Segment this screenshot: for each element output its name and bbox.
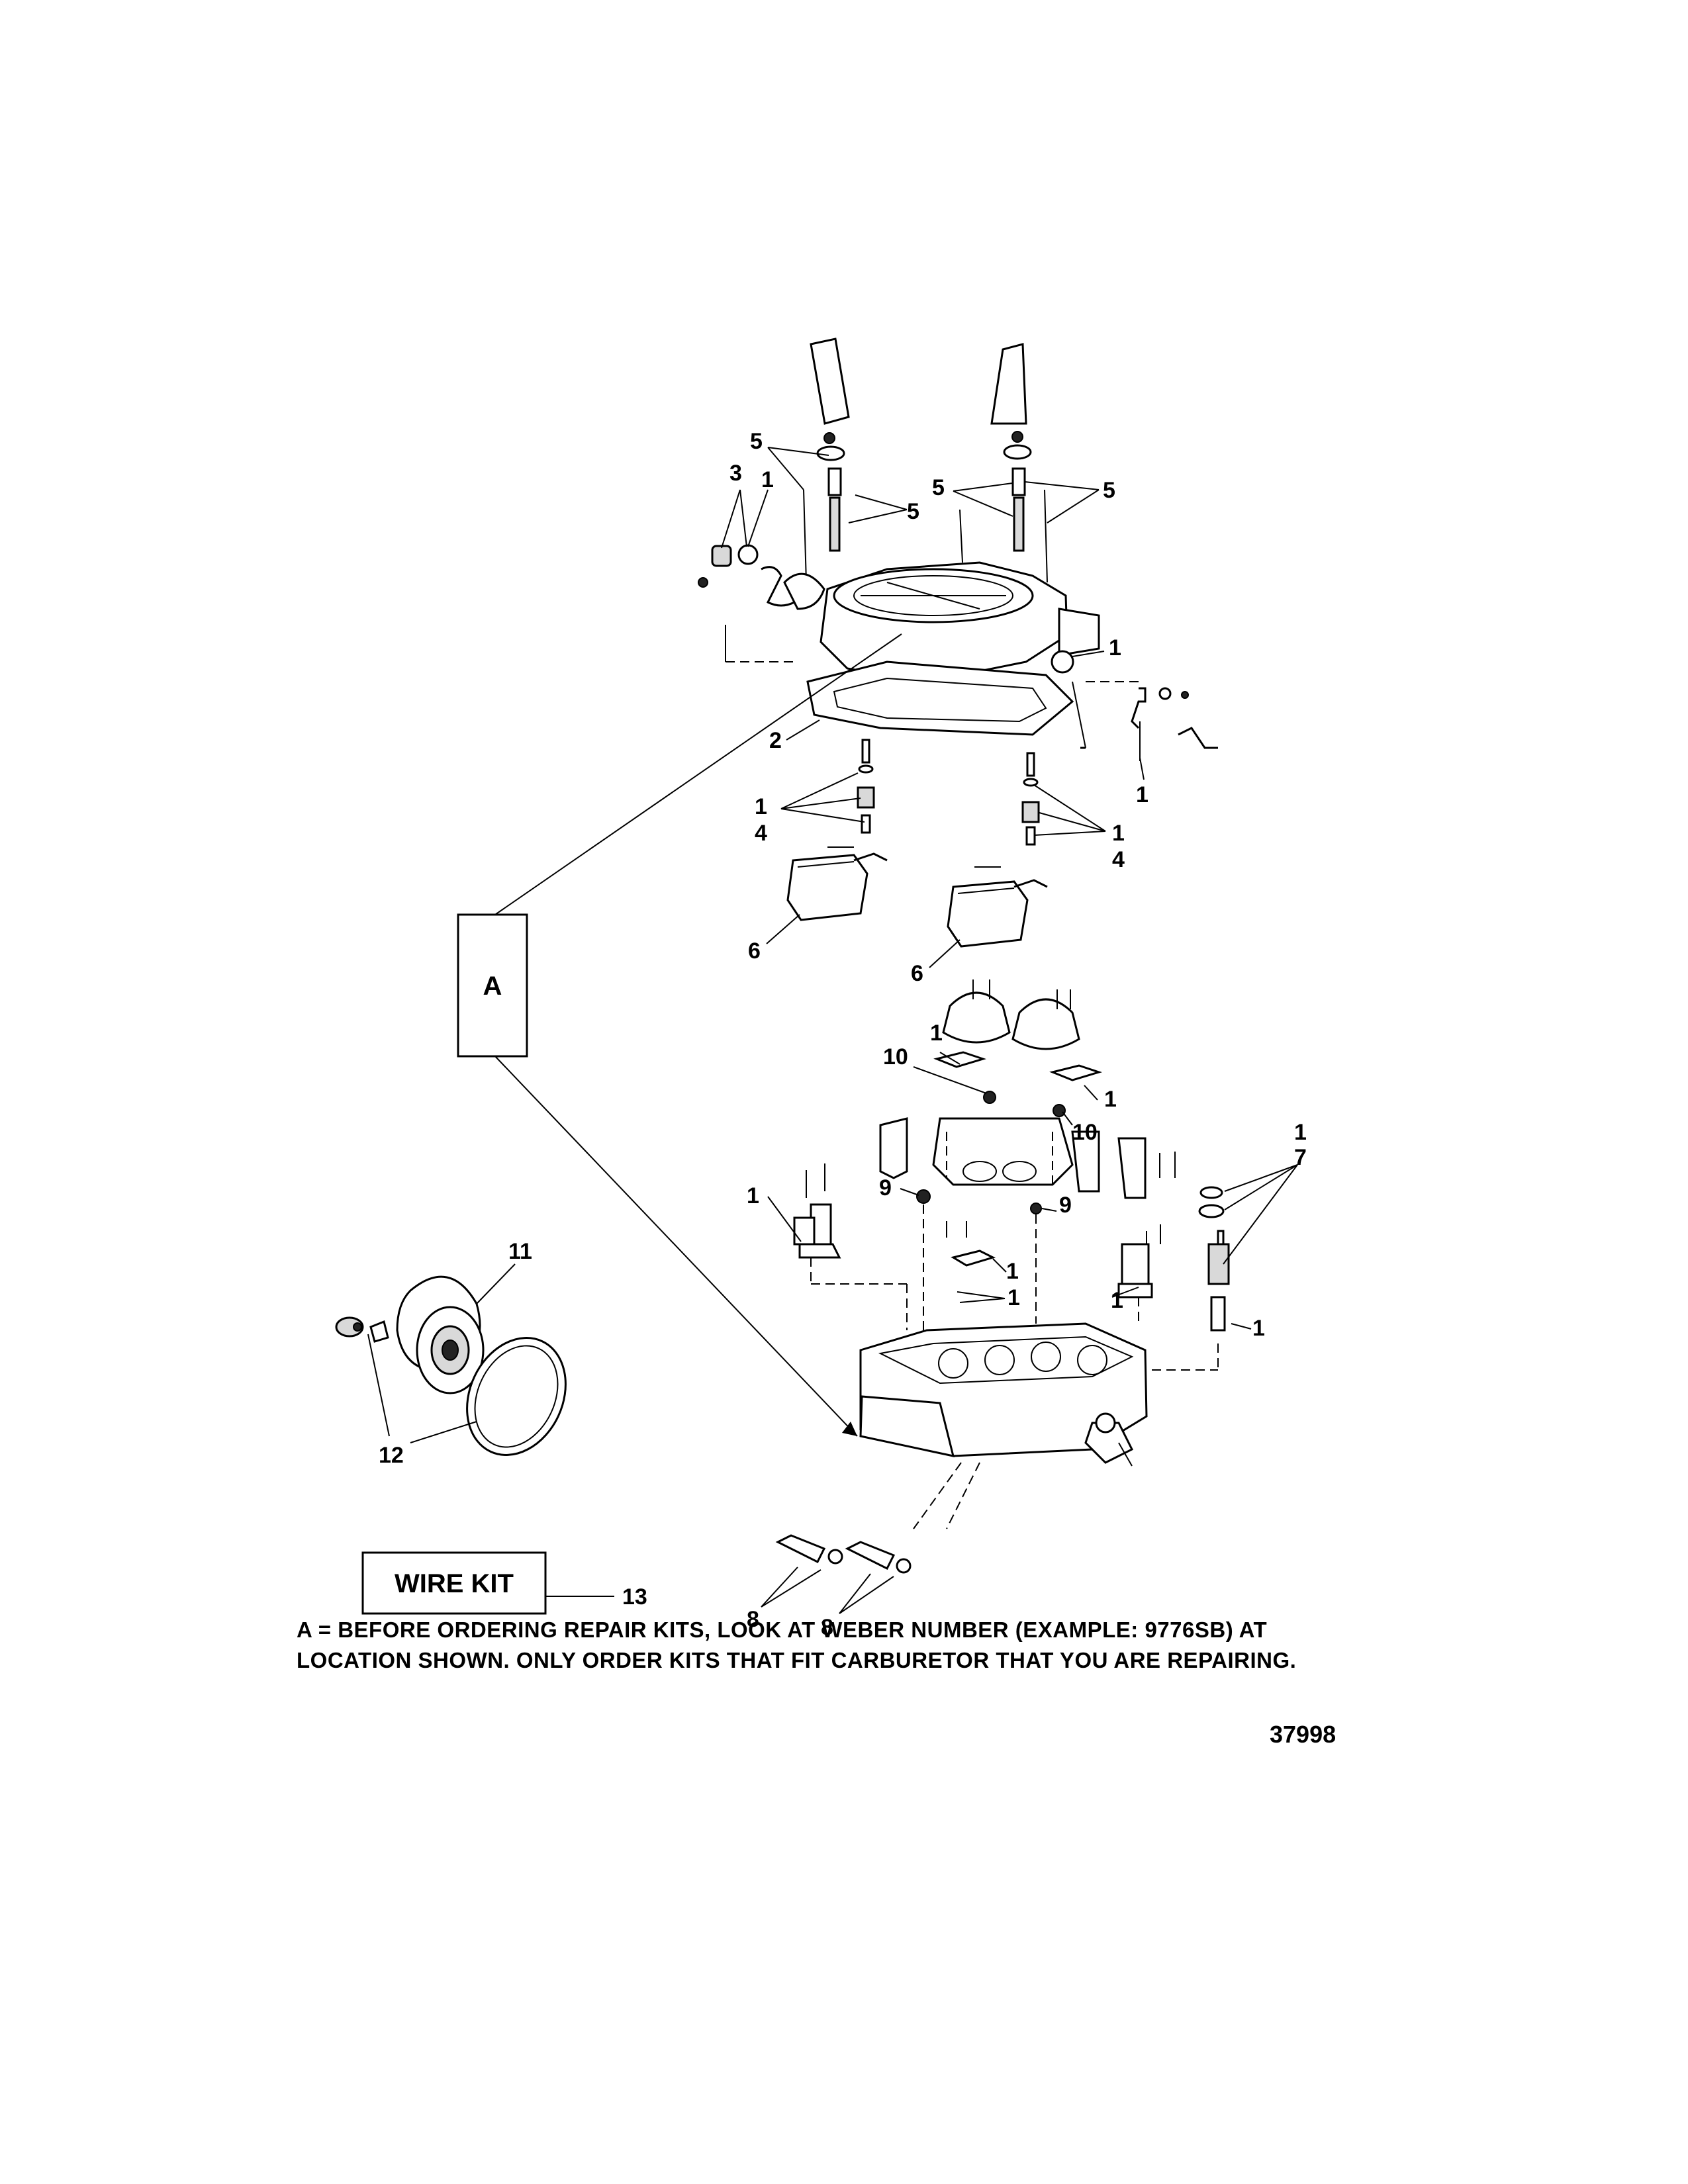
ordering-note-line-1: A = BEFORE ORDERING REPAIR KITS, LOOK AT…: [297, 1617, 1268, 1642]
callout-1: 1: [1104, 1087, 1117, 1112]
callout-11: 11: [508, 1239, 532, 1264]
callout-1: 1: [747, 1183, 759, 1208]
ordering-note-line-2: LOCATION SHOWN. ONLY ORDER KITS THAT FIT…: [297, 1648, 1297, 1672]
callout-1: 1: [761, 467, 774, 492]
callout-4: 4: [755, 821, 767, 846]
callout-numbers: 5 3 1 5 5 5 1 2 1 1 4 1 4 6 6 1 10 1 10 …: [379, 429, 1307, 1640]
callout-1: 1: [930, 1021, 943, 1046]
callout-4: 4: [1112, 847, 1125, 872]
document-number: 37998: [1270, 1721, 1336, 1748]
callout-1: 1: [1294, 1120, 1307, 1145]
callout-5: 5: [1103, 478, 1115, 503]
callout-8: 8: [747, 1607, 759, 1632]
callout-2: 2: [769, 728, 782, 753]
air-valve-left: [810, 338, 850, 425]
main-body-assembly: [775, 979, 1230, 1574]
callout-8: 8: [821, 1615, 833, 1640]
location-arrow-head: [842, 1422, 857, 1436]
callout-9: 9: [879, 1175, 892, 1201]
callout-5: 5: [907, 499, 919, 524]
callout-5: 5: [750, 429, 763, 454]
callout-7: 7: [1294, 1145, 1307, 1170]
callout-1: 1: [1136, 782, 1149, 807]
air-horn-gasket: [806, 660, 1074, 736]
filter-gasket: [466, 1337, 567, 1456]
callout-10: 10: [1072, 1120, 1098, 1145]
callout-1: 1: [1111, 1288, 1123, 1313]
callout-1: 1: [1252, 1316, 1265, 1341]
callout-1: 1: [1109, 635, 1121, 660]
callout-10: 10: [883, 1044, 908, 1069]
fuel-filter-assembly: [335, 1275, 567, 1456]
callout-3: 3: [729, 461, 742, 486]
float-right: [947, 880, 1029, 948]
wire-kit-box: [361, 1551, 547, 1615]
callout-5: 5: [932, 475, 945, 500]
callout-1: 1: [1006, 1259, 1019, 1284]
air-valve-right: [990, 343, 1027, 425]
callout-12: 12: [379, 1443, 404, 1468]
location-pointer-bottom: [494, 1056, 858, 1437]
callout-1: 1: [1008, 1285, 1020, 1310]
ordering-note: A = BEFORE ORDERING REPAIR KITS, LOOK AT…: [297, 1615, 1422, 1676]
callout-6: 6: [748, 938, 761, 964]
venturi-cluster: [932, 1117, 1074, 1186]
callout-1: 1: [755, 794, 767, 819]
location-box-label: A: [483, 972, 502, 1001]
location-box: [457, 913, 528, 1058]
callout-9: 9: [1059, 1193, 1072, 1218]
air-horn-assembly: [698, 338, 1218, 761]
float-left: [786, 854, 868, 921]
location-pointer-top: [494, 633, 902, 915]
metering-valve-assemblies: [786, 739, 1048, 948]
callout-6: 6: [911, 961, 923, 986]
callout-13: 13: [622, 1584, 647, 1610]
wire-kit-label: WIRE KIT: [395, 1569, 514, 1598]
leader-lines: [367, 447, 1298, 1614]
callout-1: 1: [1112, 821, 1125, 846]
